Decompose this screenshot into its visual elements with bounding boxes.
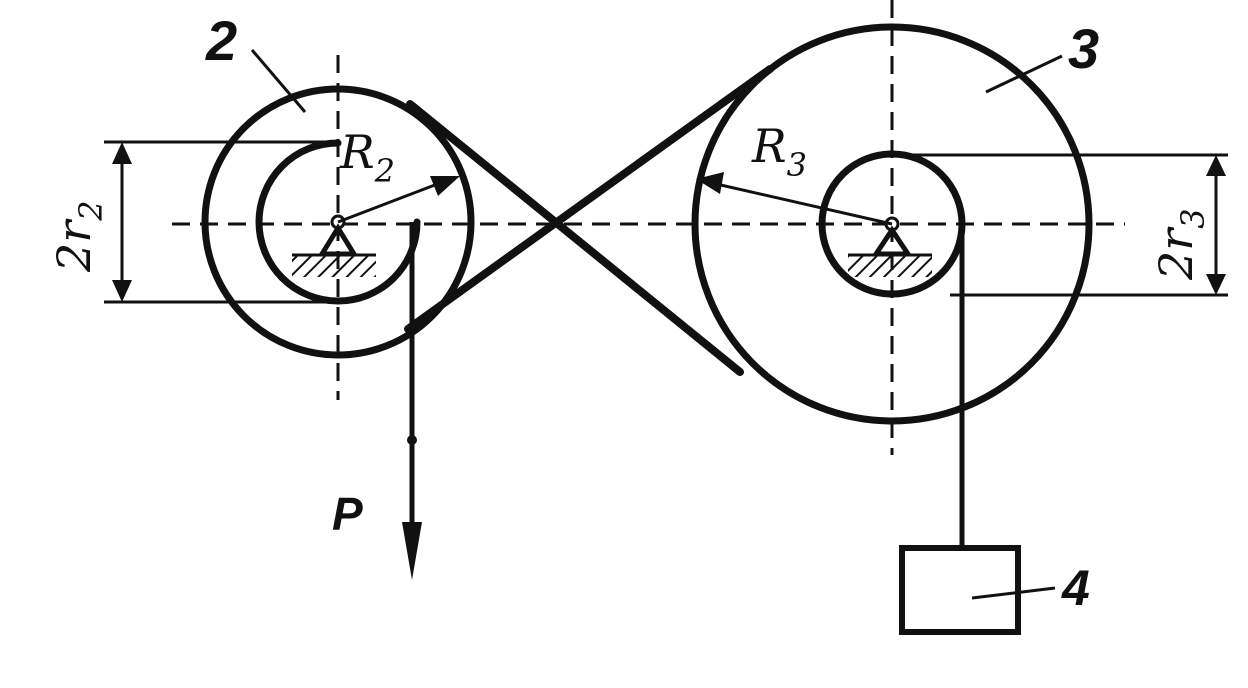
belt-strand-a bbox=[406, 100, 744, 376]
center-lines bbox=[172, 0, 1125, 455]
radius-r3: R3 bbox=[696, 119, 893, 226]
r2-label: R2 bbox=[339, 125, 395, 190]
r2-radius-line bbox=[337, 181, 441, 224]
pulley3-ground-hatch bbox=[848, 255, 932, 277]
dim-2r3-arrow-bottom bbox=[1206, 274, 1226, 295]
pulley3-outer-rim bbox=[691, 23, 1093, 425]
dimension-2r2: 2r2 bbox=[47, 140, 340, 304]
pulley2-leader bbox=[250, 49, 307, 113]
r3-radius-line bbox=[711, 181, 893, 226]
force-arrow-head bbox=[402, 522, 422, 580]
dim-2r3-arrow-top bbox=[1206, 155, 1226, 176]
dim-2r3-label: 2r3 bbox=[1149, 208, 1212, 281]
load-block bbox=[899, 545, 1021, 635]
pulley2-inner-drum bbox=[255, 139, 421, 305]
load-leader bbox=[971, 586, 1056, 600]
force-rope: P bbox=[332, 222, 422, 580]
pulley3-label: 3 bbox=[1068, 17, 1099, 80]
load-rope: 4 bbox=[899, 224, 1090, 635]
radius-r2: R2 bbox=[337, 125, 460, 224]
pulley-labels: 2 3 bbox=[205, 9, 1099, 113]
load-label: 4 bbox=[1061, 560, 1090, 616]
belt-strand-b bbox=[404, 65, 774, 333]
dimension-2r3: 2r3 bbox=[900, 153, 1228, 297]
dim-2r2-arrow-bottom bbox=[112, 280, 132, 302]
force-application-point bbox=[407, 435, 417, 445]
pulley3-leader bbox=[985, 54, 1063, 94]
dim-2r2-label: 2r2 bbox=[47, 200, 110, 273]
r2-arrow-head bbox=[430, 176, 460, 196]
force-label: P bbox=[332, 488, 363, 540]
pulley2-label: 2 bbox=[205, 9, 237, 72]
crossed-belt bbox=[404, 65, 774, 376]
r3-arrow-head bbox=[696, 172, 724, 194]
pulley2-outer-rim bbox=[201, 85, 475, 359]
pulley2-ground-hatch bbox=[292, 255, 376, 277]
dim-2r2-arrow-top bbox=[112, 142, 132, 164]
r3-label: R3 bbox=[751, 119, 807, 184]
pulley-2 bbox=[201, 85, 475, 359]
